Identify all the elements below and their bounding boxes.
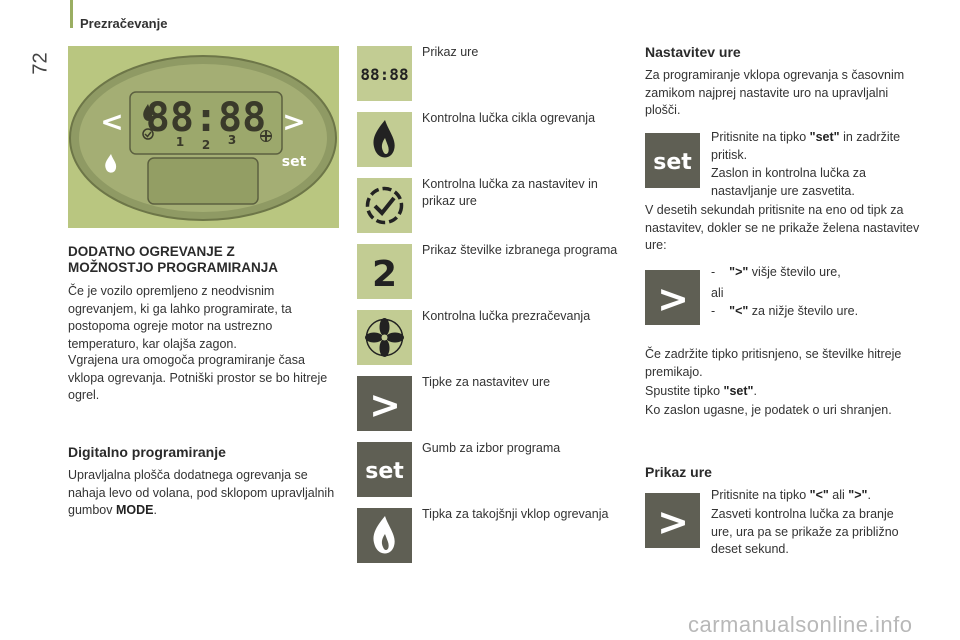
panel-next-button: >	[282, 105, 305, 138]
header-accent-bar	[70, 0, 73, 28]
legend-label-2: Kontrolna lučka cikla ogrevanja	[422, 111, 596, 125]
left-paragraph-2: Vgrajena ura omogoča programiranje časa …	[68, 353, 328, 402]
watermark: carmanualsonline.info	[688, 612, 913, 637]
arrow-key-icon-2: >	[645, 493, 700, 548]
step-display-lit: Zaslon in kontrolna lučka za nastavljanj…	[711, 166, 866, 198]
control-panel-drawing: 88:88 < > set 1 2 3	[69, 55, 337, 221]
clock-display-icon: 88:88	[357, 46, 412, 101]
step-press-set: Pritisnite na tipko "set" in zadržite pr…	[711, 130, 901, 162]
section-title: Prezračevanje	[80, 16, 168, 31]
program-number-icon: 2	[357, 244, 412, 299]
legend-label-7: Gumb za izbor programa	[422, 441, 561, 455]
panel-fan-icon	[260, 130, 272, 142]
legend-label-8: Tipka za takojšnji vklop ogrevanja	[422, 507, 609, 521]
svg-text:2: 2	[372, 254, 397, 295]
panel-program-3: 3	[228, 133, 236, 147]
panel-flame-icon	[143, 104, 153, 121]
step-clock-lit: Zasveti kontrolna lučka za branje ure, u…	[711, 507, 899, 556]
svg-text:>: >	[369, 383, 401, 427]
panel-instant-heat-icon	[105, 154, 117, 173]
left-paragraph-3: Upravljalna plošča dodatnega ogrevanja s…	[68, 468, 335, 517]
panel-set-button: set	[282, 154, 307, 170]
svg-text:88:88: 88:88	[360, 65, 408, 84]
step-release-set: Spustite tipko "set".	[645, 384, 757, 398]
panel-display-digits: 88:88	[146, 95, 266, 141]
svg-text:>: >	[657, 500, 689, 544]
digital-programming-heading: Digitalno programiranje	[68, 444, 226, 460]
clock-set-icon	[357, 178, 412, 233]
set-button-icon: set	[357, 442, 412, 497]
panel-program-1: 1	[176, 135, 184, 149]
panel-program-2: 2	[202, 138, 210, 152]
control-panel-illustration: 88:88 < > set 1 2 3	[68, 46, 339, 228]
clock-setting-heading: Nastavitev ure	[645, 44, 741, 60]
step-saved: Ko zaslon ugasne, je podatek o uri shran…	[645, 403, 892, 417]
legend-label-4: Prikaz številke izbranega programa	[422, 243, 618, 257]
step-adjust-keys: V desetih sekundah pritisnite na eno od …	[645, 203, 920, 252]
arrow-button-icon: >	[357, 376, 412, 431]
set-key-icon: set	[645, 133, 700, 188]
svg-text:set: set	[653, 150, 692, 175]
step-hold-key: Če zadržite tipko pritisnjeno, se števil…	[645, 347, 902, 379]
legend-label-5: Kontrolna lučka prezračevanja	[422, 309, 591, 323]
legend-label-3: Kontrolna lučka za nastavitev in prikaz …	[422, 177, 598, 208]
clock-setting-intro: Za programiranje vklopa ogrevanja s časo…	[645, 68, 905, 117]
left-heading: DODATNO OGREVANJE Z MOŽNOSTJO PROGRAMIRA…	[68, 244, 279, 275]
fan-icon	[357, 310, 412, 365]
list-item-higher: -">" višje število ure,	[711, 265, 841, 279]
arrow-key-icon: >	[645, 270, 700, 325]
step-press-arrow: Pritisnite na tipko "<" ali ">".	[711, 488, 871, 502]
clock-display-heading: Prikaz ure	[645, 464, 712, 480]
mode-keyword: MODE	[115, 503, 154, 517]
instant-heat-icon	[357, 508, 412, 563]
panel-prev-button: <	[100, 105, 123, 138]
left-paragraph-1: Če je vozilo opremljeno z neodvisnim ogr…	[68, 284, 292, 351]
svg-text:>: >	[657, 277, 689, 321]
legend-label-1: Prikaz ure	[422, 45, 479, 59]
list-item-lower: -"<" za nižje število ure.	[711, 304, 859, 318]
list-or: ali	[711, 286, 724, 300]
page-number: 72	[29, 52, 52, 75]
legend-label-6: Tipke za nastavitev ure	[422, 375, 551, 389]
panel-clock-icon	[142, 128, 154, 140]
svg-text:set: set	[365, 459, 404, 484]
flame-icon	[357, 112, 412, 167]
